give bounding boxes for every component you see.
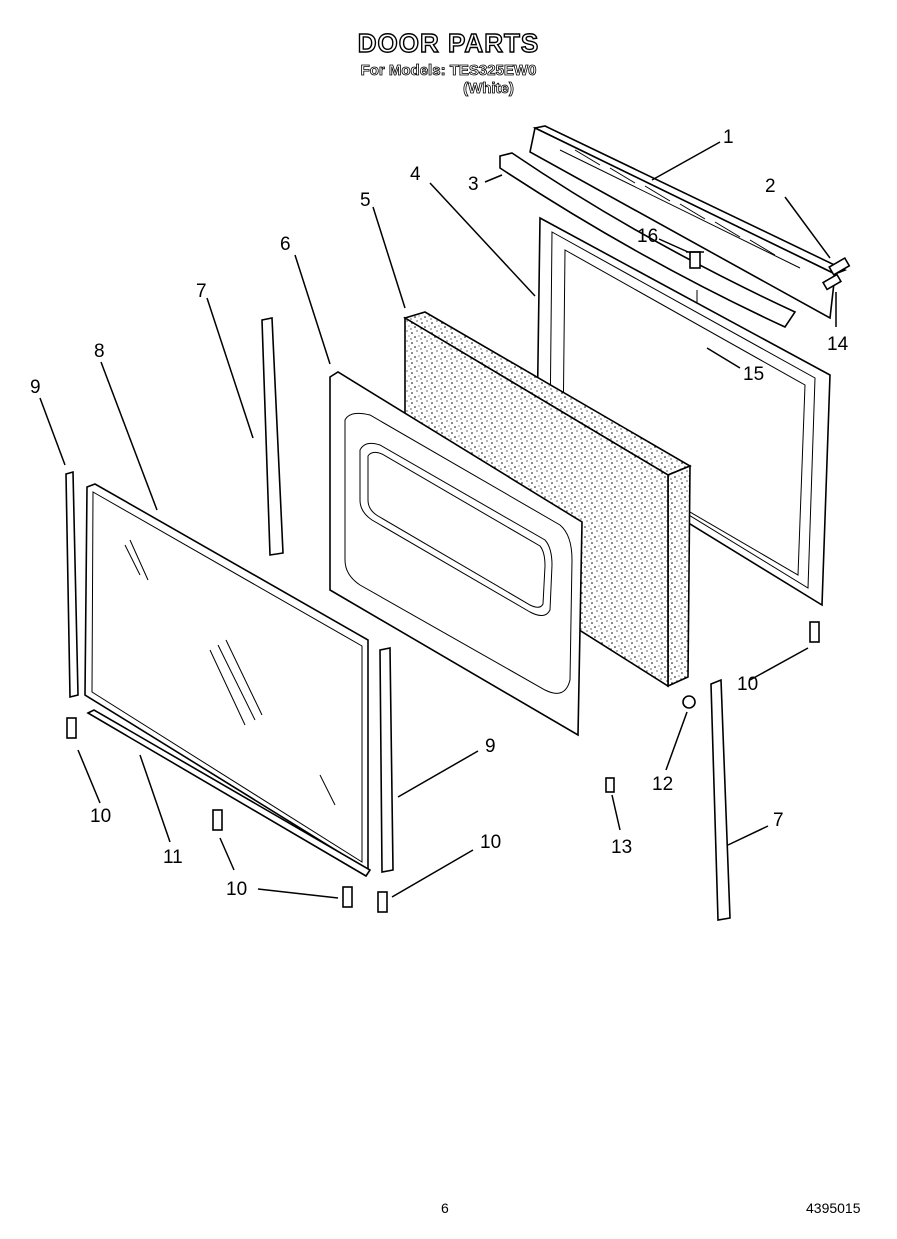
- document-number: 4395015: [806, 1200, 861, 1216]
- part-7-hinge-right: [710, 678, 731, 921]
- part-4-outer-panel: [536, 216, 831, 607]
- callout-10-b: 10: [226, 879, 247, 900]
- page-title: DOOR PARTS: [357, 27, 540, 58]
- glass-reflection: [124, 539, 336, 806]
- part-9-channel-right: [379, 647, 394, 873]
- screw-10-b: [212, 809, 223, 831]
- part-1-top-trim: [529, 125, 847, 320]
- callout-13: 13: [611, 837, 632, 858]
- screw-10-d: [377, 891, 388, 913]
- callouts: 1 2 3 4 5 6 7 8 9 14 16 15 10 9 7 12 13 …: [30, 127, 849, 900]
- callout-11: 11: [163, 847, 183, 868]
- callout-9: 9: [30, 377, 41, 398]
- callout-8: 8: [94, 341, 105, 362]
- part-12-bumper: [682, 695, 696, 709]
- screw-14: [821, 273, 843, 291]
- model-line: For Models: TES325EW0: [360, 62, 537, 80]
- callout-3: 3: [468, 174, 479, 195]
- screw-10-a: [66, 717, 77, 739]
- part-9-channel-left: [65, 470, 79, 699]
- screw-2: [828, 256, 851, 276]
- callout-7-right: 7: [773, 810, 784, 831]
- callout-10-e: 10: [737, 674, 758, 695]
- callout-5: 5: [360, 190, 371, 211]
- part-13-clip: [605, 777, 615, 793]
- part-11-bottom-channel: [86, 709, 372, 878]
- callout-15: 15: [743, 364, 764, 385]
- page-number: 6: [441, 1200, 449, 1216]
- callout-10-d: 10: [480, 832, 501, 853]
- part-6-inner-liner: [329, 371, 583, 737]
- color-line: (White): [463, 80, 515, 98]
- part-8-glass: [84, 483, 369, 872]
- callout-7: 7: [196, 281, 207, 302]
- callout-12: 12: [652, 774, 673, 795]
- leader-lines: [39, 141, 837, 899]
- callout-6: 6: [280, 234, 291, 255]
- screw-16: [686, 251, 704, 269]
- callout-4: 4: [410, 164, 421, 185]
- vent-slots: [574, 149, 776, 256]
- callout-10-a: 10: [90, 806, 111, 827]
- callout-16: 16: [637, 226, 658, 247]
- part-7-hinge-left: [261, 317, 284, 556]
- part-3-handle: [499, 152, 797, 329]
- callout-14: 14: [827, 334, 849, 355]
- callout-9-right: 9: [485, 736, 496, 757]
- screw-10-c: [342, 886, 353, 908]
- screw-10-e: [809, 621, 820, 643]
- callout-2: 2: [765, 176, 776, 197]
- callout-1: 1: [723, 127, 734, 148]
